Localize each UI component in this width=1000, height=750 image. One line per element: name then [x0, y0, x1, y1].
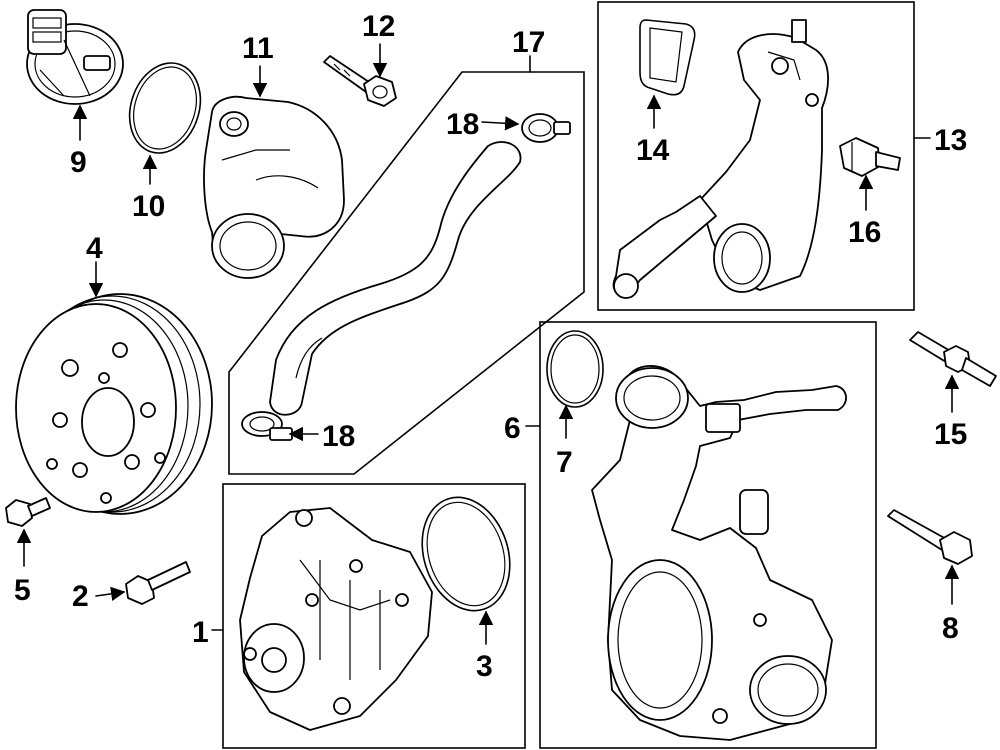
water-pump-group-box — [222, 483, 526, 749]
callout-12: 12 — [362, 10, 395, 43]
thermostat-housing-assembly-part — [612, 19, 829, 299]
bolt-part-2 — [125, 561, 191, 605]
hose-group-box — [228, 71, 585, 475]
callout-11: 11 — [242, 32, 274, 65]
o-ring-part-7 — [546, 330, 604, 408]
gasket-part-14 — [639, 19, 696, 96]
callout-9: 9 — [70, 146, 87, 179]
callout-18-upper: 18 — [446, 108, 479, 141]
callout-10: 10 — [132, 190, 165, 223]
o-ring-part-10 — [128, 62, 202, 154]
callout-6: 6 — [504, 412, 521, 445]
o-ring-part-3 — [421, 496, 511, 612]
coolant-outlet-group-box — [539, 321, 877, 749]
bolt-part-15 — [909, 331, 997, 387]
temperature-sensor-part — [839, 137, 901, 177]
callout-1: 1 — [192, 616, 209, 649]
water-pump-part — [239, 507, 433, 731]
callout-13: 13 — [934, 124, 967, 157]
thermostat-housing-part — [203, 95, 345, 279]
callout-8: 8 — [942, 612, 959, 645]
hose-clamp-part-upper — [521, 113, 571, 143]
radiator-hose-part — [269, 141, 522, 416]
callout-15: 15 — [934, 418, 967, 451]
callout-5: 5 — [14, 574, 31, 607]
hose-clamp-part-lower — [241, 411, 293, 441]
callout-2: 2 — [72, 580, 89, 613]
callout-18-lower: 18 — [322, 420, 355, 453]
callout-7: 7 — [556, 446, 573, 479]
thermostat-part — [26, 9, 124, 105]
coolant-outlet-assembly-part — [591, 365, 847, 741]
callout-4: 4 — [86, 232, 103, 265]
callout-3: 3 — [476, 650, 493, 683]
bolt-part-5 — [5, 497, 51, 527]
thermostat-housing-group-box — [597, 1, 915, 311]
bolt-part-8 — [887, 509, 973, 565]
callout-17: 17 — [512, 26, 545, 59]
pulley-part — [15, 293, 213, 515]
callout-16: 16 — [848, 216, 881, 249]
leader-lines — [16, 43, 960, 645]
bolt-part-12 — [323, 55, 397, 107]
callout-14: 14 — [636, 134, 670, 167]
